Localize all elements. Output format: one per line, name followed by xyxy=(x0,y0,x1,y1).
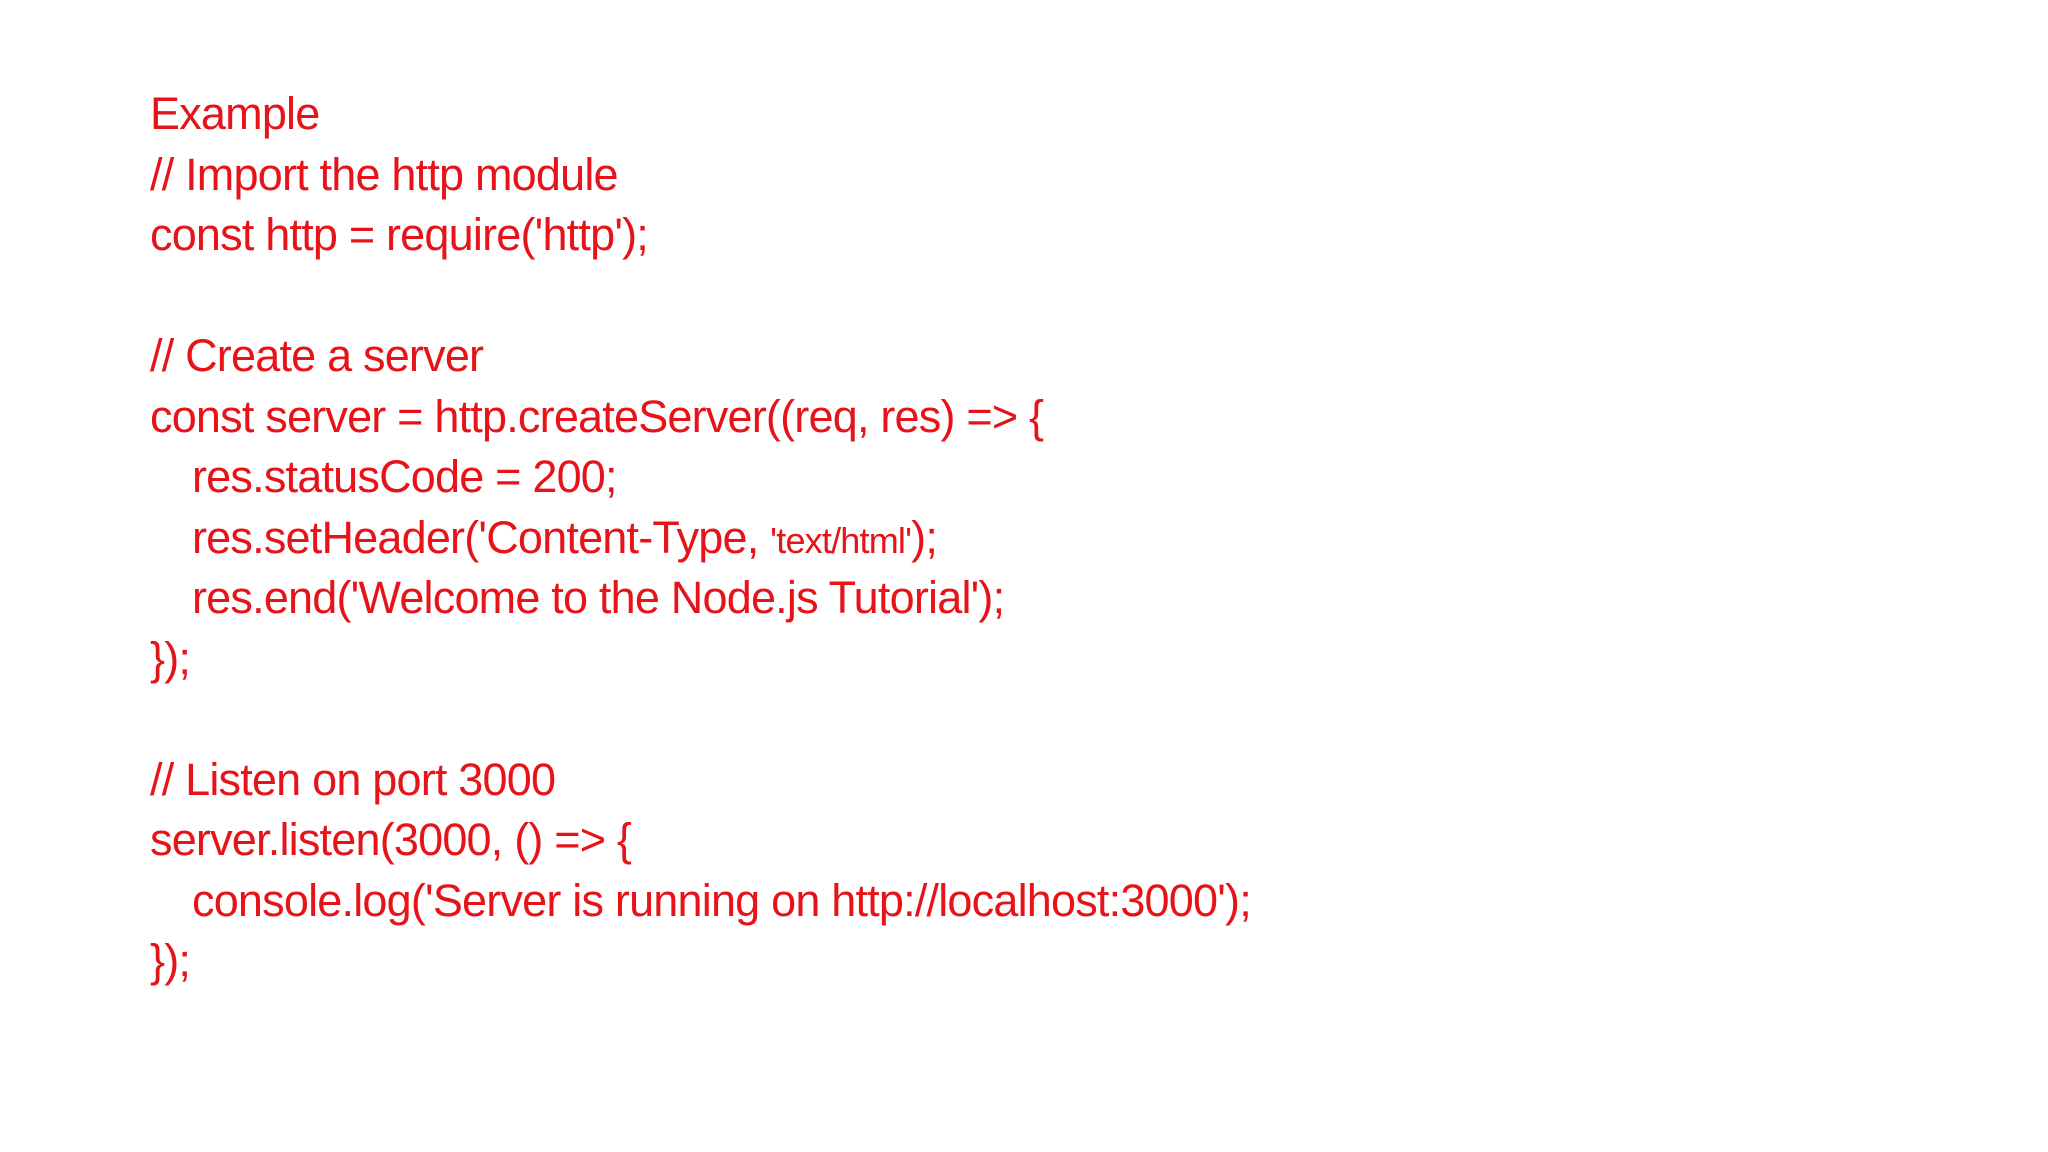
code-line: // Import the http module xyxy=(150,148,619,200)
code-line: // Listen on port 3000 xyxy=(150,753,556,805)
code-segment: res.setHeader('Content-Type, xyxy=(192,511,771,563)
code-line: res.statusCode = 200; xyxy=(192,451,618,502)
code-line: Example xyxy=(150,88,320,139)
code-line: res.setHeader('Content-Type, 'text/html'… xyxy=(150,508,1251,569)
code-line-blank xyxy=(150,689,1251,750)
code-line: }); xyxy=(150,935,191,986)
code-line: res.end('Welcome to the Node.js Tutorial… xyxy=(192,572,1005,623)
code-line: // Create a server xyxy=(150,330,484,381)
code-line-blank xyxy=(150,266,1251,327)
code-line: }); xyxy=(150,632,191,684)
code-line: const http = require('http'); xyxy=(150,209,649,260)
code-segment: ); xyxy=(911,511,938,563)
code-segment-small: 'text/html' xyxy=(770,519,912,561)
code-block: Example // Import the http module const ht… xyxy=(150,84,1252,992)
code-line: console.log('Server is running on http:/… xyxy=(192,874,1252,926)
code-line: server.listen(3000, () => { xyxy=(150,814,632,865)
code-line: const server = http.createServer((req, r… xyxy=(150,390,1044,442)
